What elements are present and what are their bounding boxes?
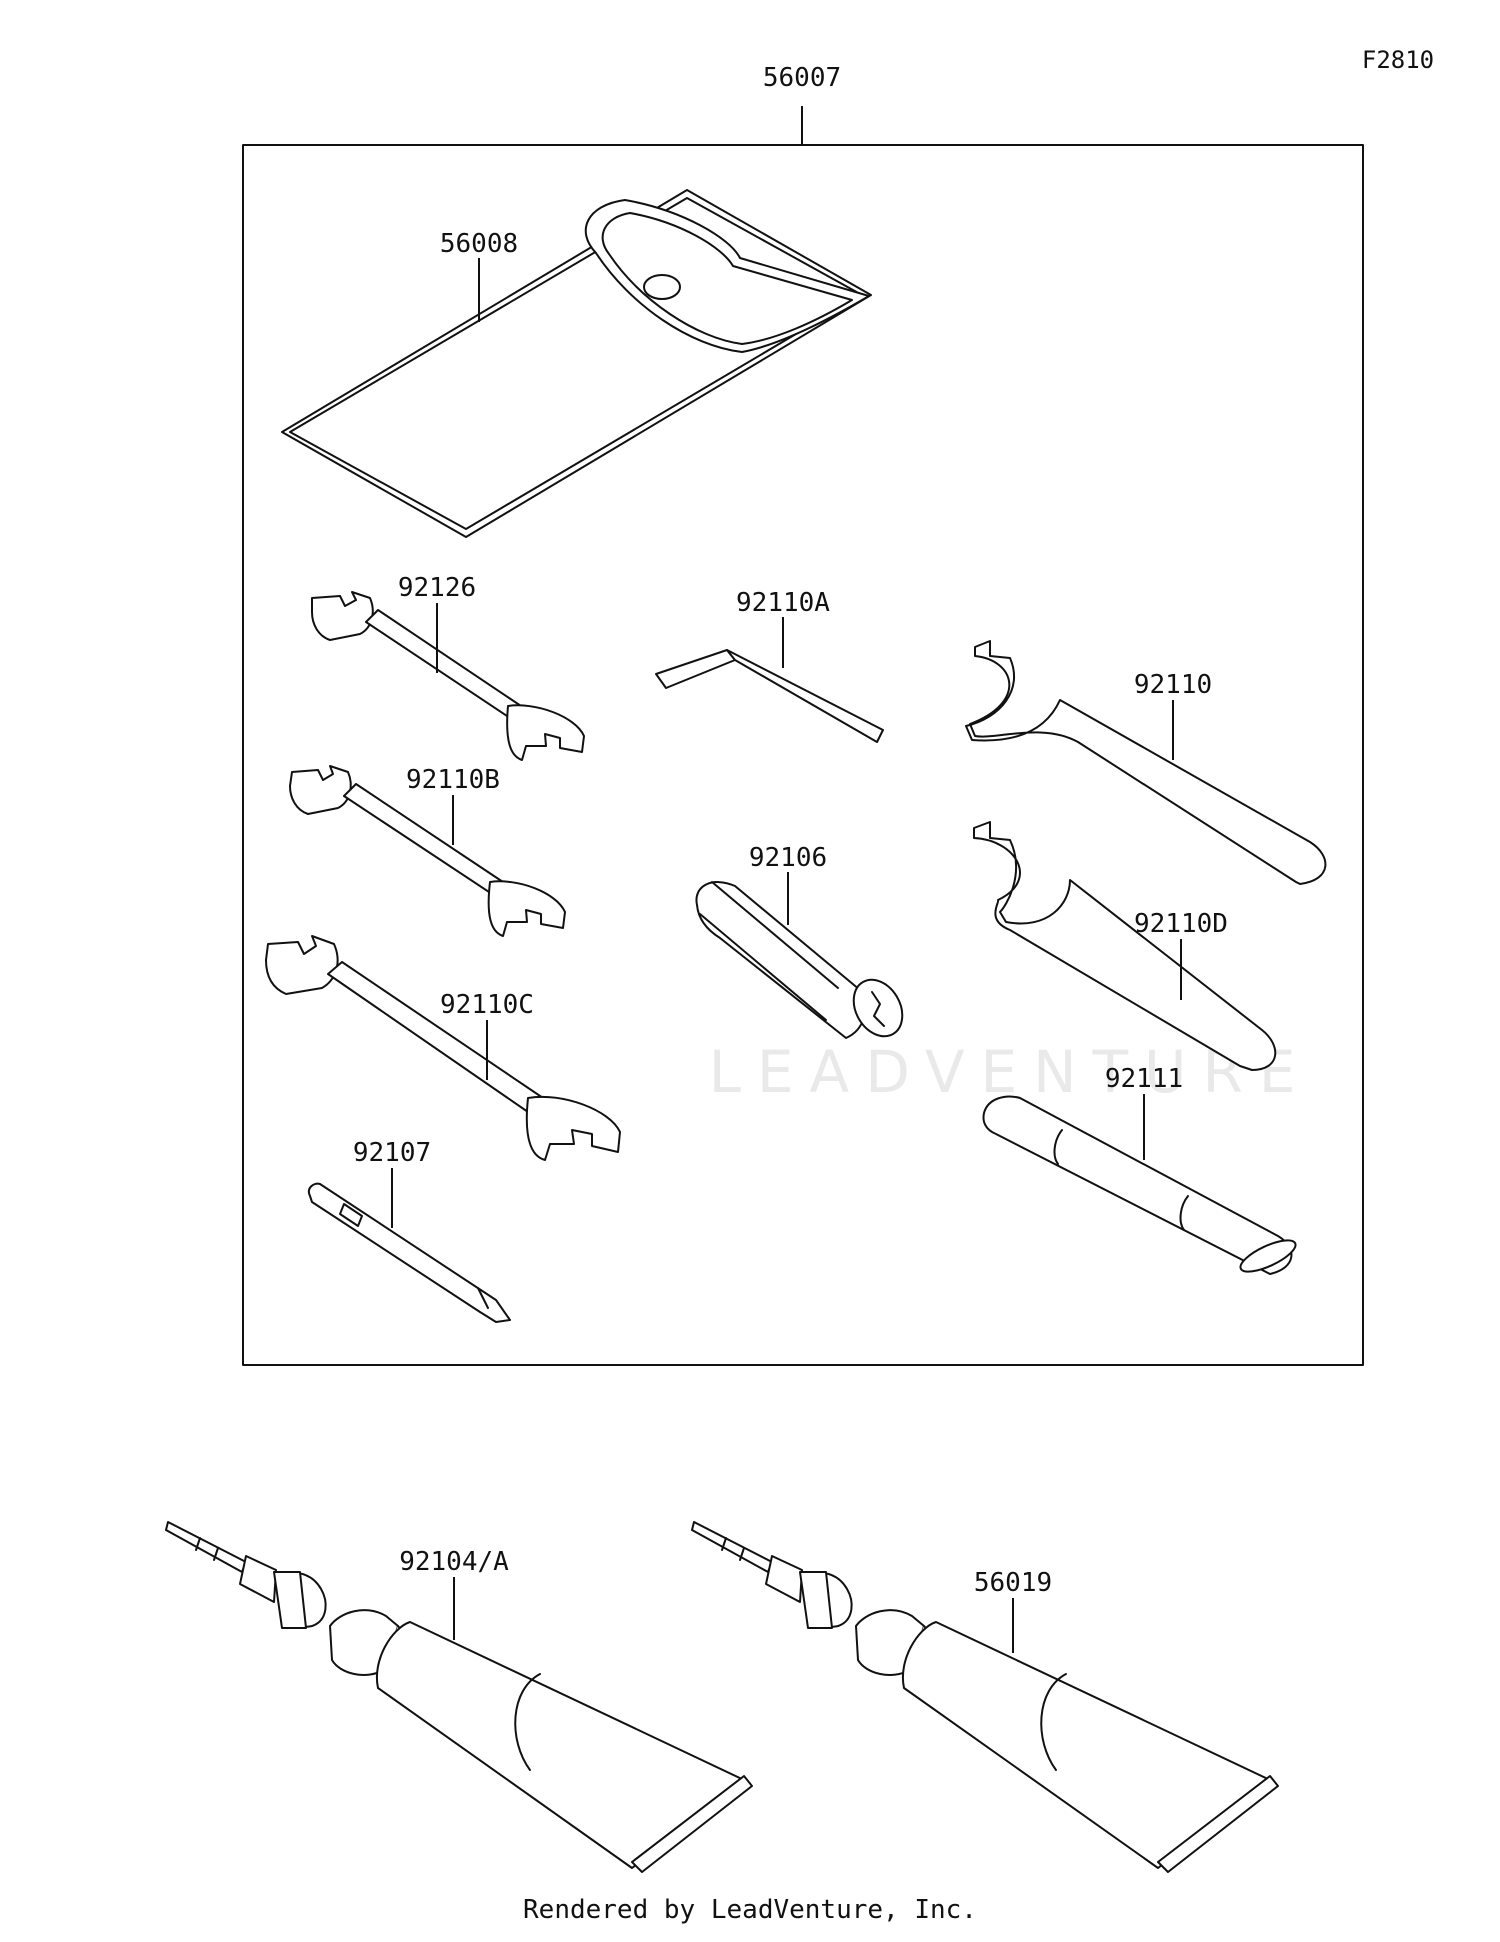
- grease-tube-56019[interactable]: [691, 1521, 1279, 1873]
- callout-92110B[interactable]: 92110B: [406, 765, 500, 795]
- open-end-wrench-92110B[interactable]: [289, 765, 566, 937]
- screwdriver-bit-92107[interactable]: [308, 1182, 511, 1323]
- callout-92110C[interactable]: 92110C: [440, 990, 534, 1020]
- callout-92107[interactable]: 92107: [353, 1138, 431, 1168]
- extension-bar-92111[interactable]: [982, 1095, 1300, 1278]
- hex-key-92110A[interactable]: [655, 649, 884, 743]
- callout-56019[interactable]: 56019: [974, 1568, 1052, 1598]
- callout-92104A[interactable]: 92104/A: [399, 1547, 509, 1577]
- plug-socket-92106[interactable]: [695, 881, 912, 1045]
- grease-tube-92104A[interactable]: [165, 1521, 753, 1873]
- callout-92110D[interactable]: 92110D: [1134, 909, 1228, 939]
- callout-92110A[interactable]: 92110A: [736, 588, 830, 618]
- callout-92126[interactable]: 92126: [398, 573, 476, 603]
- hook-spanner-92110D[interactable]: [973, 821, 1277, 1071]
- tool-bag[interactable]: [281, 189, 872, 538]
- callout-92106[interactable]: 92106: [749, 843, 827, 873]
- callout-92110[interactable]: 92110: [1134, 670, 1212, 700]
- open-end-wrench-92110C[interactable]: [265, 935, 621, 1161]
- callout-92111[interactable]: 92111: [1105, 1064, 1183, 1094]
- open-end-wrench-92126[interactable]: [311, 591, 585, 761]
- footer-credit: Rendered by LeadVenture, Inc.: [523, 1895, 977, 1925]
- callout-56008[interactable]: 56008: [440, 229, 518, 259]
- hook-spanner-92110[interactable]: [965, 640, 1327, 885]
- watermark: LEADVENTURE: [709, 1038, 1312, 1106]
- callout-56007[interactable]: 56007: [763, 63, 841, 93]
- diagram-code: F2810: [1362, 46, 1434, 74]
